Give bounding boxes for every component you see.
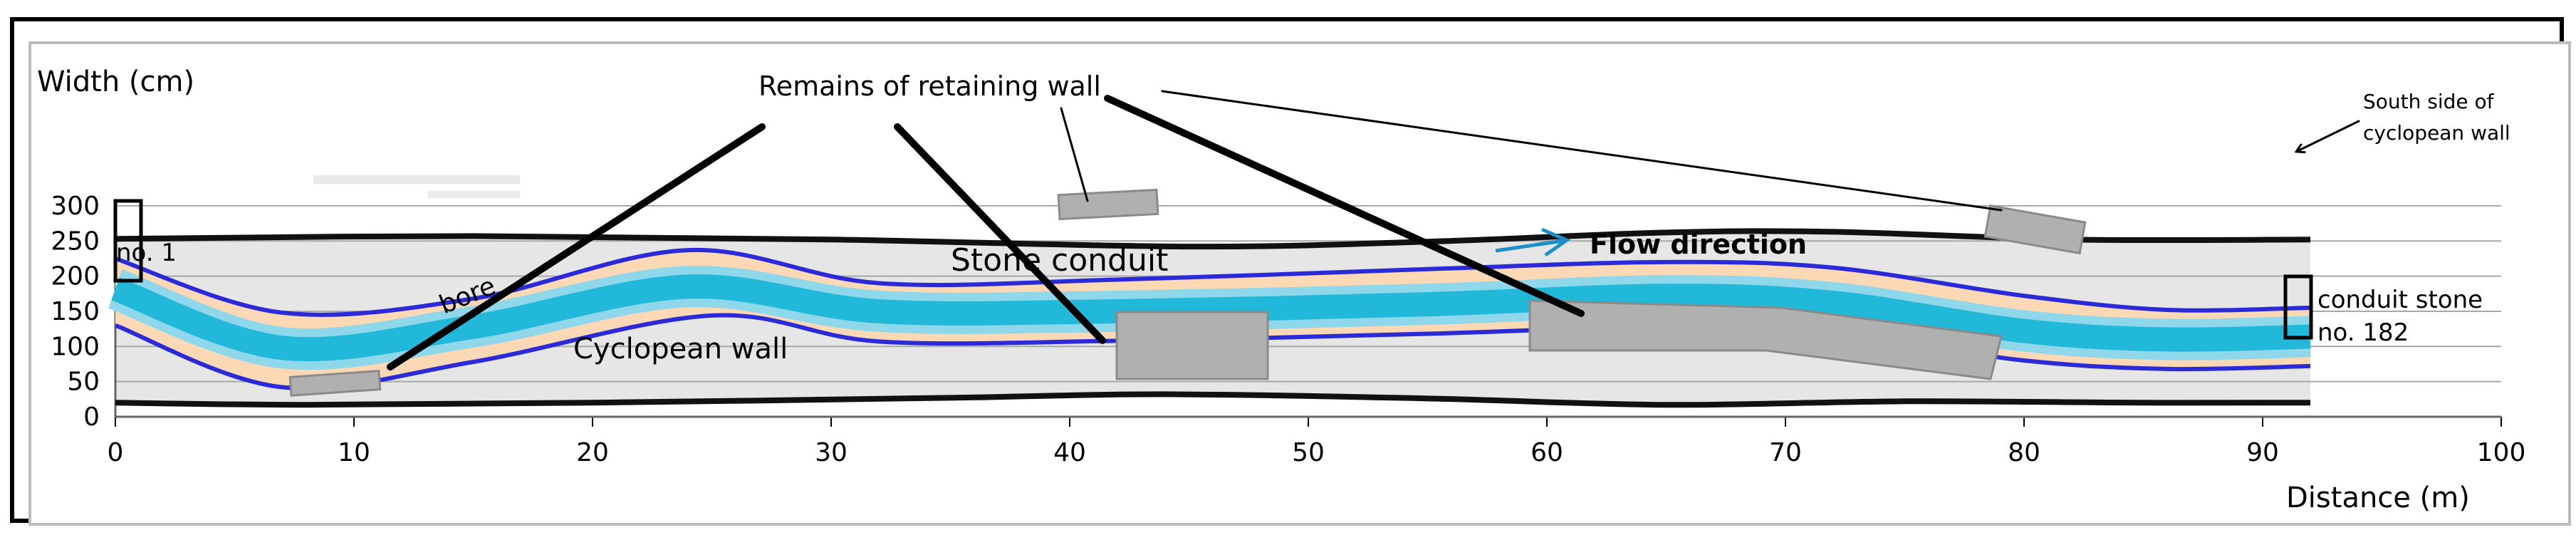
south-wall-line	[115, 228, 2311, 250]
wall-remain-block	[1057, 188, 1159, 221]
y-axis-title: Width (cm)	[37, 66, 194, 98]
bore-band	[111, 274, 2311, 362]
y-tick-label: 100	[51, 332, 100, 361]
retaining-wall-leader	[1104, 95, 1585, 317]
wall-remain-block	[1528, 299, 2003, 380]
wall-remain-block	[1115, 311, 1269, 380]
south-side-arrow	[2298, 120, 2360, 151]
x-tick-label: 30	[815, 438, 848, 467]
x-tick-label: 40	[1053, 438, 1086, 467]
y-tick-label: 250	[51, 227, 100, 256]
y-tick-label: 200	[51, 262, 100, 291]
retaining-wall-remains	[288, 188, 2087, 397]
wall-remain-block	[288, 370, 382, 397]
conduit-upper-outline	[115, 247, 2311, 317]
x-tick-label: 50	[1292, 438, 1325, 467]
retaining-wall-leader	[1060, 107, 1089, 202]
y-tick-label: 0	[83, 403, 100, 432]
cyclopean-wall-label: Cyclopean wall	[573, 333, 788, 365]
x-axis-ticks: 0 10 20 30 40 50 60 70 80 90 100	[108, 438, 2526, 467]
faint-stone	[313, 175, 520, 184]
x-axis-title: Distance (m)	[2286, 482, 2470, 514]
north-wall-line	[115, 391, 2311, 408]
stone-conduit-label: Stone conduit	[951, 242, 1168, 279]
stone-no182-label-line1: conduit stone	[2317, 286, 2483, 314]
x-tick-label: 60	[1531, 438, 1563, 467]
flow-direction-arrow	[1495, 227, 1571, 257]
stone-no182-label-line2: no. 182	[2317, 318, 2409, 347]
x-tick-label: 10	[338, 438, 370, 467]
x-tick-label: 70	[1769, 438, 1802, 467]
retaining-wall-leader	[894, 123, 1106, 344]
y-tick-label: 150	[51, 297, 100, 326]
x-tick-label: 100	[2477, 438, 2526, 467]
flow-direction-label: Flow direction	[1590, 229, 1807, 260]
x-tick-label: 20	[576, 438, 609, 467]
y-tick-label: 300	[51, 192, 100, 221]
faint-stones	[313, 175, 520, 198]
x-tick-label: 90	[2246, 438, 2279, 467]
x-tick-label: 80	[2008, 438, 2040, 467]
y-axis-ticks: 0 50 100 150 200 250 300	[51, 192, 100, 432]
retaining-wall-leader	[387, 123, 766, 370]
x-tick-label: 0	[108, 438, 124, 467]
faint-stone	[427, 191, 520, 198]
south-side-label-line2: cyclopean wall	[2363, 121, 2510, 145]
south-side-label-line1: South side of	[2363, 90, 2495, 113]
retaining-wall-leader	[1161, 90, 2003, 212]
wall-remain-block	[1983, 204, 2087, 255]
stone-no1-label: no. 1	[116, 239, 177, 267]
conduit-stone-no1-marker	[113, 199, 143, 283]
retaining-wall-label: Remains of retaining wall	[758, 71, 1101, 102]
y-tick-label: 50	[67, 368, 100, 397]
leader-lines	[387, 90, 2360, 370]
conduit-stone-no182-marker	[2283, 274, 2313, 340]
